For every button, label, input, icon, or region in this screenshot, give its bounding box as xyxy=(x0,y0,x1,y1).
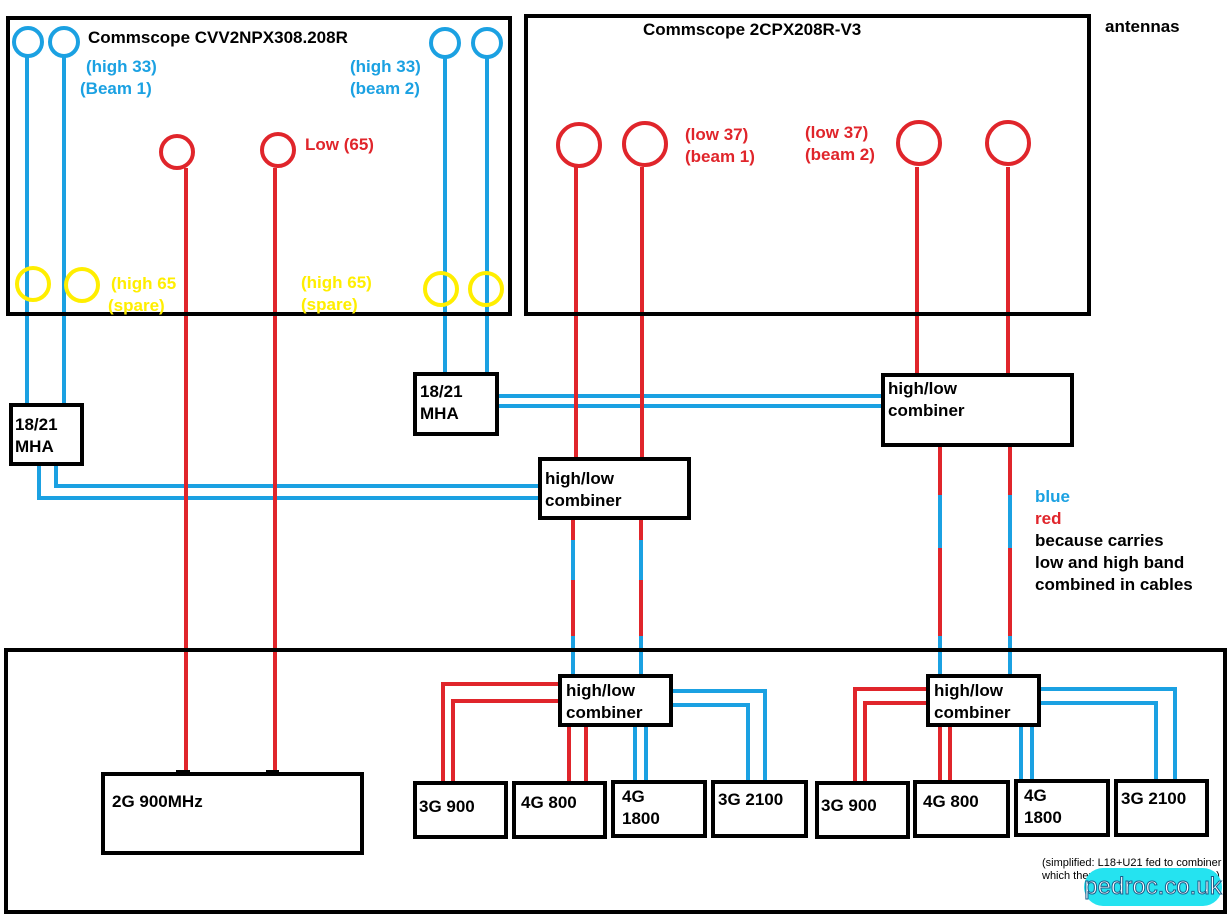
high33-beam2-label: (high 33) (beam 2) xyxy=(350,57,421,98)
low-port-circle xyxy=(260,132,296,168)
equipment-3g-2100-right xyxy=(1114,779,1209,837)
equipment-3g-900-left xyxy=(413,781,508,839)
label-3g-2100-right: 3G 2100 xyxy=(1121,789,1187,808)
antennas-label: antennas xyxy=(1105,17,1180,36)
red-cable xyxy=(441,682,562,782)
spare-left-label: (high 65 (spare) xyxy=(108,274,177,315)
equipment-4g-800-left xyxy=(512,781,607,839)
combined-cables xyxy=(571,443,1012,678)
high-port-circle xyxy=(429,27,461,59)
low-port-circle xyxy=(896,120,942,166)
spare-port-circle xyxy=(64,267,100,303)
legend: blue red because carries low and high ba… xyxy=(1035,487,1193,594)
label-2g-900: 2G 900MHz xyxy=(112,792,203,811)
high-port-circle xyxy=(471,27,503,59)
low37-beam2-label: (low 37) (beam 2) xyxy=(805,123,875,164)
red-cable xyxy=(451,699,562,782)
low-port-circle xyxy=(985,120,1031,166)
label-4g-1800-right: 4G 1800 xyxy=(1024,786,1062,827)
combiner-lower-right xyxy=(926,674,1041,727)
label-3g-900-left: 3G 900 xyxy=(419,797,475,816)
spare-port-circle xyxy=(468,271,504,307)
combiner-lower-left xyxy=(558,674,673,727)
equipment-panel xyxy=(4,648,1227,914)
combiner-top-right-label: high/low combiner xyxy=(888,379,965,420)
combiner-lower-left-label: high/low combiner xyxy=(566,681,643,722)
site-watermark[interactable]: pedroc.co.uk xyxy=(1084,868,1222,906)
antenna1-title: Commscope CVV2NPX308.208R xyxy=(88,28,348,47)
blue-cable xyxy=(669,703,750,782)
spare-right-label: (high 65) (spare) xyxy=(301,273,372,314)
mha-left-label: 18/21 MHA xyxy=(15,415,58,456)
spare-port-circle xyxy=(15,266,51,302)
high-port-circle xyxy=(48,26,80,58)
combiner-top-right xyxy=(881,373,1074,447)
blue-cable xyxy=(37,462,542,500)
blue-cable xyxy=(1038,687,1177,780)
blue-cable xyxy=(1038,701,1158,780)
mha-middle-label: 18/21 MHA xyxy=(420,382,463,423)
label-3g-900-right: 3G 900 xyxy=(821,796,877,815)
low65-label: Low (65) xyxy=(305,135,374,154)
blue-cable xyxy=(669,689,767,782)
mha-left xyxy=(9,403,84,466)
antenna2-panel xyxy=(524,14,1091,316)
low37-beam1-label: (low 37) (beam 1) xyxy=(685,125,755,166)
low-port-circle xyxy=(622,121,668,167)
low-port-circle xyxy=(159,134,195,170)
red-cable xyxy=(853,687,930,782)
combiner-center xyxy=(538,457,691,520)
label-4g-800-right: 4G 800 xyxy=(923,792,979,811)
label-3g-2100-left: 3G 2100 xyxy=(718,790,784,809)
equipment-2g-900 xyxy=(101,772,364,855)
label-4g-800-left: 4G 800 xyxy=(521,793,577,812)
red-cables xyxy=(184,167,1010,784)
equipment-4g-1800-left xyxy=(611,780,707,838)
equipment-4g-800-right xyxy=(913,780,1010,838)
equipment-3g-900-right xyxy=(815,781,910,839)
high33-beam1-label: (high 33) (Beam 1) xyxy=(80,57,157,98)
blue-cables xyxy=(25,55,1177,782)
low-port-circle xyxy=(556,122,602,168)
equipment-3g-2100-left xyxy=(711,780,808,838)
antenna1-panel xyxy=(6,16,512,316)
spare-port-circle xyxy=(423,271,459,307)
combiner-lower-right-label: high/low combiner xyxy=(934,681,1011,722)
mha-middle xyxy=(413,372,499,436)
blue-cable xyxy=(54,462,542,488)
antenna2-title: Commscope 2CPX208R-V3 xyxy=(643,20,862,39)
combiner-center-label: high/low combiner xyxy=(545,469,622,510)
label-4g-1800-left: 4G 1800 xyxy=(622,787,660,828)
high-port-circle xyxy=(12,26,44,58)
red-cable xyxy=(863,701,930,782)
equipment-4g-1800-right xyxy=(1014,779,1110,837)
antenna-ports xyxy=(12,26,1031,307)
